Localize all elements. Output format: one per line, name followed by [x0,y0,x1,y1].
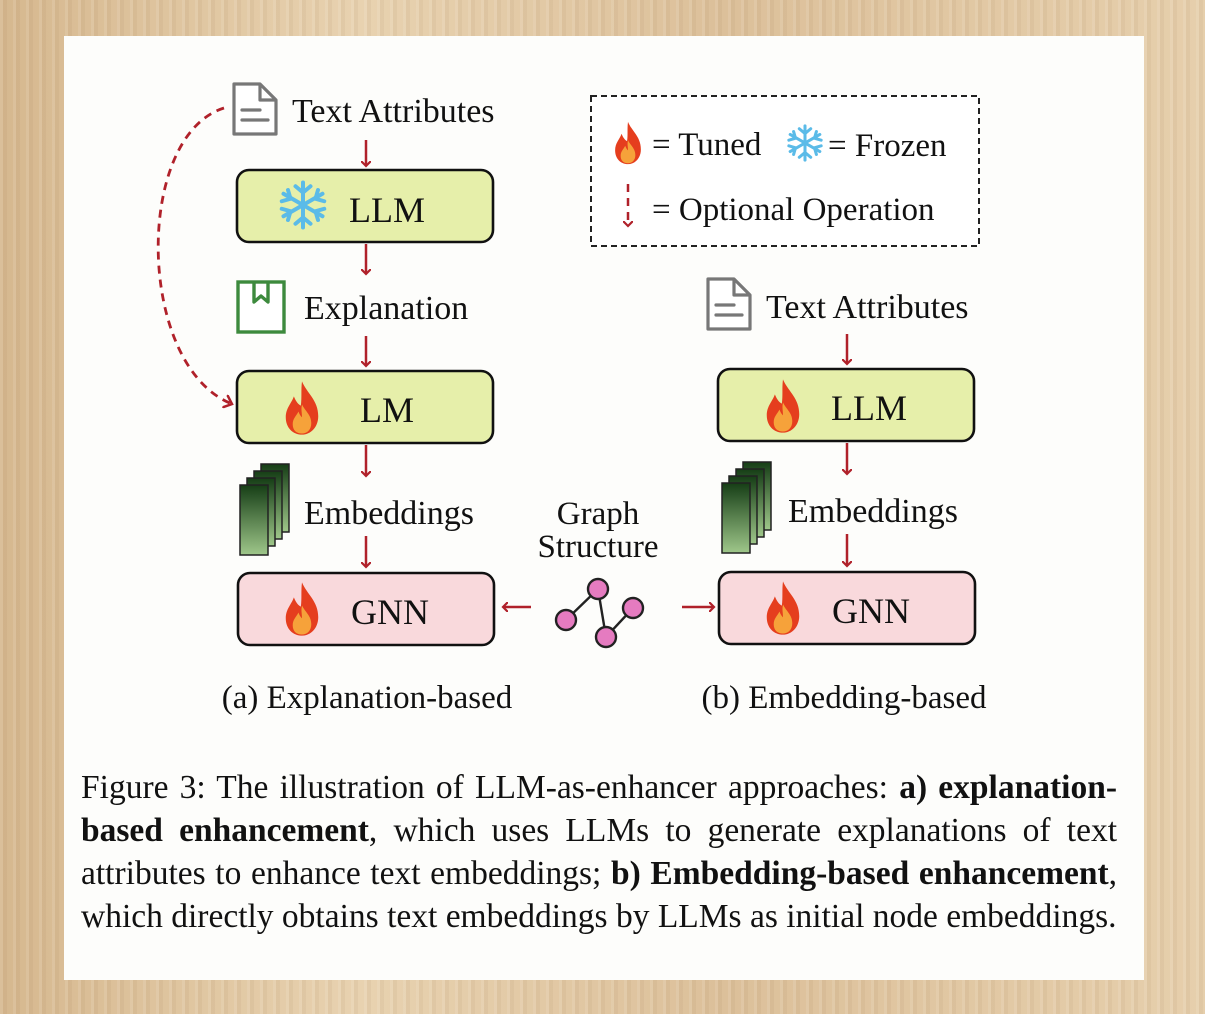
panel-a-embeddings-label: Embeddings [304,495,474,532]
bookmark-icon [236,280,286,334]
panel-a-text-attributes: Text Attributes [292,93,495,130]
panel-b-llm-label: LLM [831,388,907,428]
panel-b-text-attributes: Text Attributes [766,289,969,326]
document-icon [706,277,752,331]
panel-b-embeddings-label: Embeddings [788,493,958,530]
panel-explanation-based: Text Attributes LLM Explanation LM Embed… [156,82,513,716]
caption-b-title: Embedding-based enhancement [650,855,1109,892]
optional-skip-arrow [156,106,232,404]
document-icon [232,82,278,136]
caption-a-title: explanation-based enhancement [81,769,1117,849]
caption-a-text: , which uses LLMs to generate explanatio… [81,812,1118,892]
caption-b-label: b) [611,855,641,892]
panel-a-llm-label: LLM [349,190,425,230]
caption-a-label: a) [899,769,928,806]
panel-a-lm-label: LM [360,390,414,430]
graph-structure: Graph Structure [503,496,714,649]
legend: = Tuned = Frozen = Optional Operation [590,95,980,247]
graph-structure-line1: Graph [557,496,640,532]
legend-frozen-label: = Frozen [828,128,947,164]
caption-prefix: Figure 3: The illustration of LLM-as-enh… [81,769,900,806]
embeddings-icon [239,463,290,556]
panel-a-caption: (a) Explanation-based [222,680,513,716]
caption-b-text: , which directly obtains text embeddings… [81,855,1118,935]
graph-icon [554,577,645,649]
panel-a-gnn-label: GNN [351,592,429,632]
legend-tuned-label: = Tuned [652,127,762,163]
figure-paper: = Tuned = Frozen = Optional Operation Te… [64,36,1144,980]
panel-b-gnn-label: GNN [832,591,910,631]
embeddings-icon [721,461,772,554]
panel-b-caption: (b) Embedding-based [702,680,987,716]
diagram: = Tuned = Frozen = Optional Operation Te… [156,82,987,716]
graph-structure-line2: Structure [538,529,659,565]
panel-embedding-based: Text Attributes LLM Embeddings GNN (b) E… [702,277,987,716]
legend-optional-label: = Optional Operation [652,192,935,228]
figure-caption: Figure 3: The illustration of LLM-as-enh… [81,766,1117,938]
panel-a-explanation-label: Explanation [304,290,468,327]
